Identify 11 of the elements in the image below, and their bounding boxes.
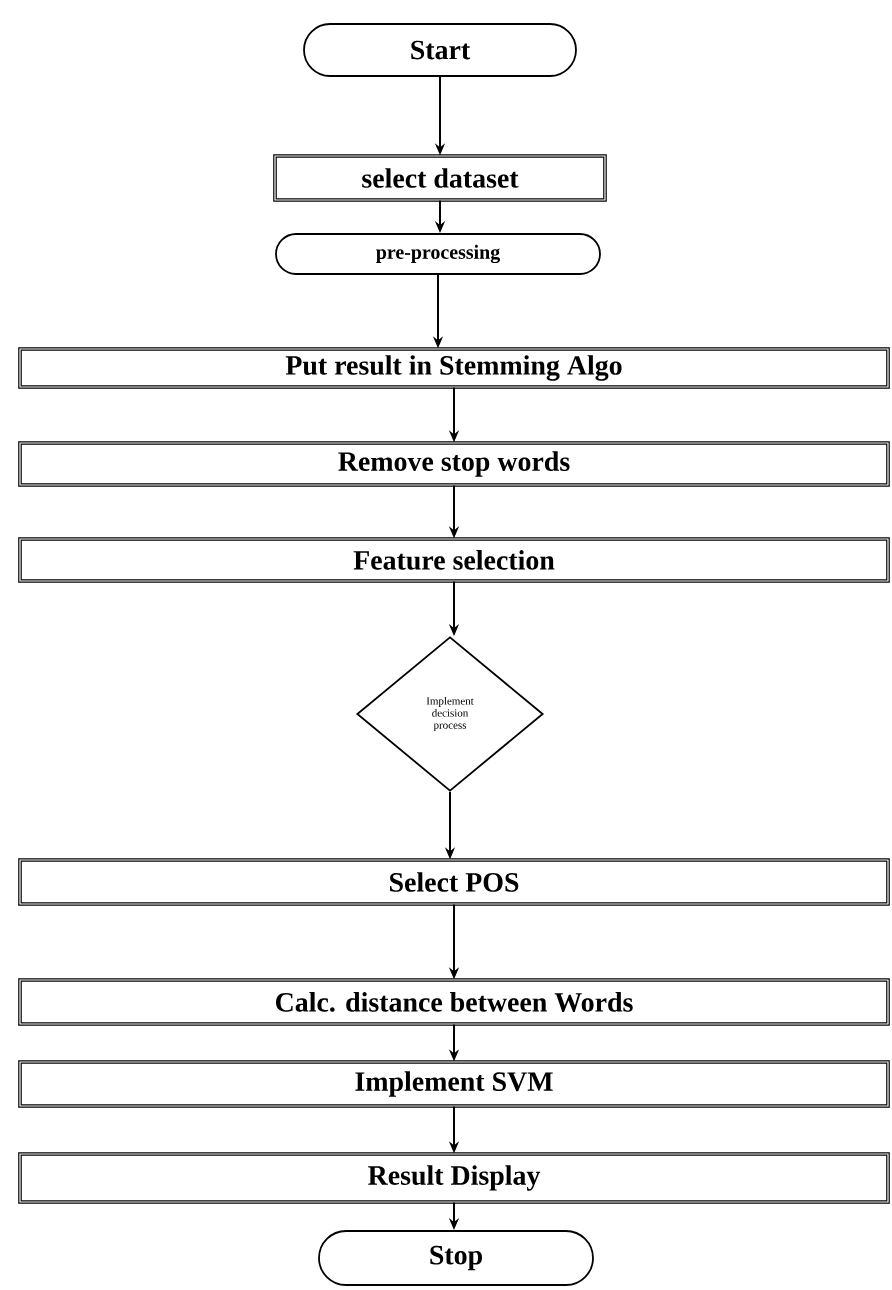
process-box: Result Display [18,1152,890,1204]
terminal-box: Stop [318,1230,594,1286]
terminal-box: Start [303,23,577,77]
process-box: Implement SVM [18,1060,890,1108]
process-box: Feature selection [18,537,890,583]
process-box: Remove stop words [18,441,890,487]
process-box: Select POS [18,858,890,906]
process-box: select dataset [273,154,607,202]
process-box: Put result in Stemming Algo [18,347,890,389]
process-box: Calc. distance between Words [18,978,890,1026]
terminal-box: pre-processing [275,233,601,275]
